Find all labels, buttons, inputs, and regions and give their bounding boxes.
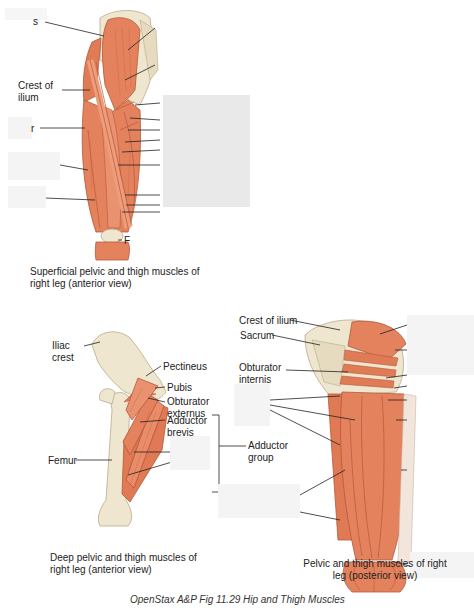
part-label: Crest of ilium — [239, 315, 297, 327]
muscle-divisions — [88, 60, 138, 228]
label-mask — [8, 117, 32, 139]
part-label: Adductor brevis — [167, 415, 217, 438]
part-label: Femur — [48, 455, 77, 467]
label-mask — [8, 186, 46, 208]
label-mask — [160, 8, 225, 63]
part-label: Iliac crest — [52, 340, 86, 363]
muscle-striations — [90, 26, 131, 200]
hamstring-muscles — [341, 392, 409, 560]
deep-hip-rotators — [340, 350, 398, 388]
part-label: Sacrum — [240, 330, 274, 342]
posterior-figure — [305, 320, 416, 592]
label-mask — [407, 315, 474, 375]
part-label: Pubis — [167, 382, 192, 394]
part-label: Obturator internis — [239, 362, 289, 385]
deep-anterior-figure — [92, 332, 168, 526]
superficial-anterior-figure — [82, 11, 158, 261]
part-label: s — [33, 16, 38, 28]
part-label: Crest of ilium — [18, 80, 60, 103]
view-caption: Pelvic and thigh muscles of right leg (p… — [300, 558, 450, 581]
greater-trochanter — [99, 389, 115, 404]
label-masks — [218, 315, 474, 578]
view-caption: Deep pelvic and thigh muscles of right l… — [50, 552, 200, 575]
label-mask — [8, 152, 60, 180]
part-label: Adductor group — [248, 440, 298, 463]
part-label: Pectineus — [163, 361, 207, 373]
figure-caption: OpenStax A&P Fig 11.29 Hip and Thigh Mus… — [130, 594, 345, 606]
part-label: r — [31, 123, 34, 135]
label-masks — [5, 8, 250, 208]
label-mask — [234, 384, 270, 426]
part-label: F — [124, 235, 130, 247]
label-mask — [170, 436, 210, 470]
muscle-divisions — [350, 396, 384, 558]
sacrum-bone — [312, 340, 345, 386]
label-mask — [218, 484, 300, 518]
label-mask — [5, 8, 47, 20]
patella — [101, 229, 123, 243]
leader-lines — [40, 22, 160, 240]
leader-lines — [270, 320, 410, 566]
label-mask — [163, 95, 250, 207]
sartorius-muscle — [90, 60, 128, 228]
iliopsoas-muscle — [102, 18, 140, 110]
muscle-striations — [128, 388, 160, 492]
leader-lines — [76, 342, 246, 492]
iliotibial-tract — [398, 394, 416, 562]
view-caption: Superficial pelvic and thigh muscles of … — [30, 266, 215, 289]
